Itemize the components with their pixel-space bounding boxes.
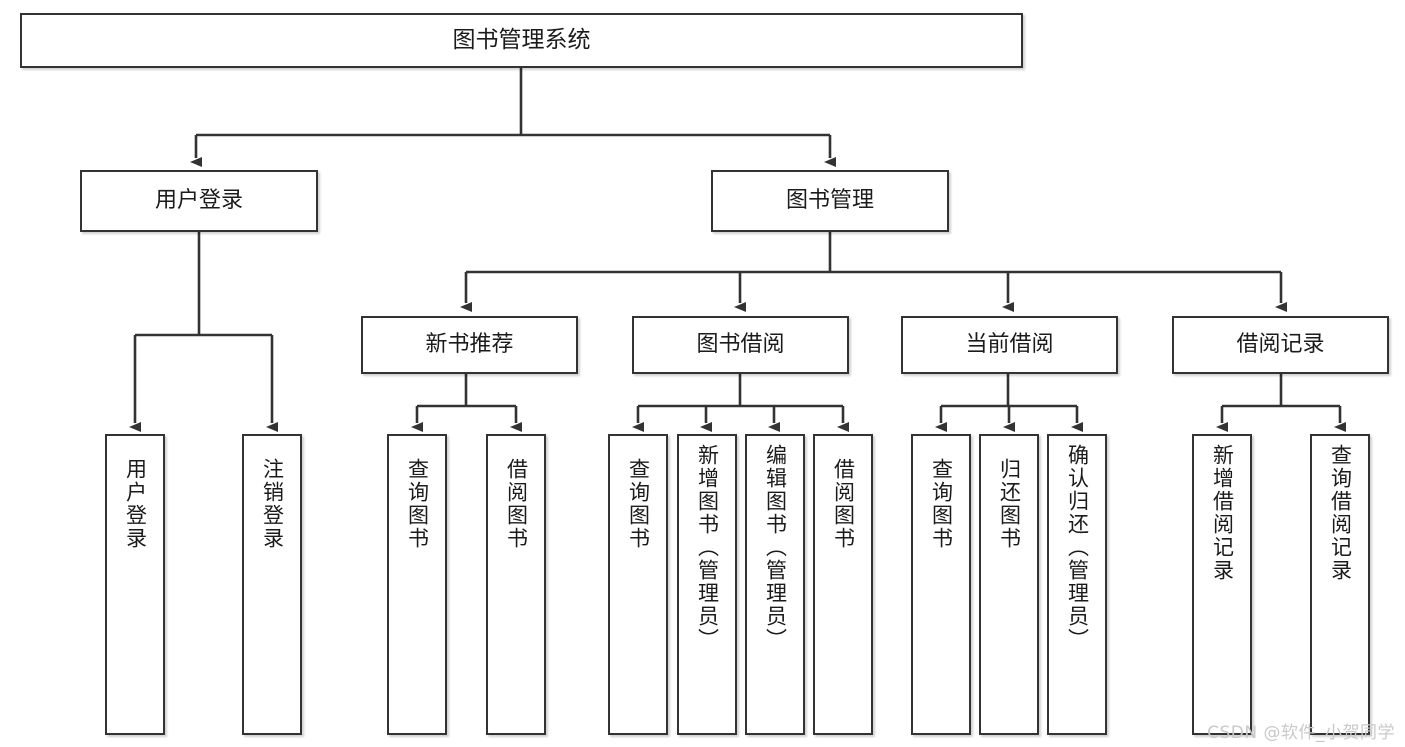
node-leaf-return-book-label: 归还图书 [997, 458, 1022, 550]
node-new-book-recommend[interactable]: 新书推荐 [361, 316, 578, 374]
node-current-borrow[interactable]: 当前借阅 [901, 316, 1118, 374]
node-leaf-query-record[interactable]: 查询借阅记录 [1310, 434, 1370, 735]
node-leaf-add-record[interactable]: 新增借阅记录 [1192, 434, 1252, 735]
node-leaf-borrow-book-2-label: 借阅图书 [831, 458, 856, 550]
node-book-manage-label: 图书管理 [785, 188, 874, 214]
node-new-book-recommend-label: 新书推荐 [425, 332, 514, 358]
node-leaf-query-book-1-label: 查询图书 [405, 458, 430, 550]
node-leaf-add-book[interactable]: 新增图书（管理员） [677, 434, 737, 735]
node-leaf-user-login[interactable]: 用户登录 [105, 434, 165, 735]
node-user-login-label: 用户登录 [154, 188, 243, 214]
node-leaf-edit-book-label: 编辑图书（管理员） [763, 444, 788, 651]
node-leaf-query-book-3[interactable]: 查询图书 [911, 434, 971, 735]
node-book-borrow-label: 图书借阅 [696, 332, 785, 358]
node-leaf-confirm-return-label: 确认归还（管理员） [1065, 444, 1090, 651]
node-root-label: 图书管理系统 [452, 27, 591, 54]
node-leaf-confirm-return[interactable]: 确认归还（管理员） [1047, 434, 1107, 735]
node-current-borrow-label: 当前借阅 [965, 332, 1054, 358]
node-user-login[interactable]: 用户登录 [80, 170, 318, 232]
node-leaf-edit-book[interactable]: 编辑图书（管理员） [745, 434, 805, 735]
node-leaf-borrow-book-2[interactable]: 借阅图书 [813, 434, 873, 735]
csdn-watermark: CSDN @软件_小贺同学 [1207, 723, 1395, 743]
node-leaf-add-book-label: 新增图书（管理员） [695, 444, 720, 651]
node-leaf-query-book-2[interactable]: 查询图书 [608, 434, 668, 735]
node-leaf-borrow-book-1[interactable]: 借阅图书 [486, 434, 546, 735]
node-leaf-logout-login-label: 注销登录 [260, 458, 285, 550]
node-leaf-return-book[interactable]: 归还图书 [979, 434, 1039, 735]
node-leaf-logout-login[interactable]: 注销登录 [242, 434, 302, 735]
node-leaf-add-record-label: 新增借阅记录 [1210, 444, 1235, 582]
node-leaf-query-record-label: 查询借阅记录 [1328, 444, 1353, 582]
node-leaf-borrow-book-1-label: 借阅图书 [504, 458, 529, 550]
node-root-library-system[interactable]: 图书管理系统 [20, 13, 1023, 68]
node-leaf-query-book-1[interactable]: 查询图书 [387, 434, 447, 735]
node-leaf-user-login-label: 用户登录 [123, 458, 148, 550]
node-book-borrow[interactable]: 图书借阅 [632, 316, 849, 374]
node-book-manage[interactable]: 图书管理 [711, 170, 949, 232]
node-leaf-query-book-3-label: 查询图书 [929, 458, 954, 550]
node-leaf-query-book-2-label: 查询图书 [626, 458, 651, 550]
node-borrow-record-label: 借阅记录 [1236, 332, 1325, 358]
node-borrow-record[interactable]: 借阅记录 [1172, 316, 1389, 374]
